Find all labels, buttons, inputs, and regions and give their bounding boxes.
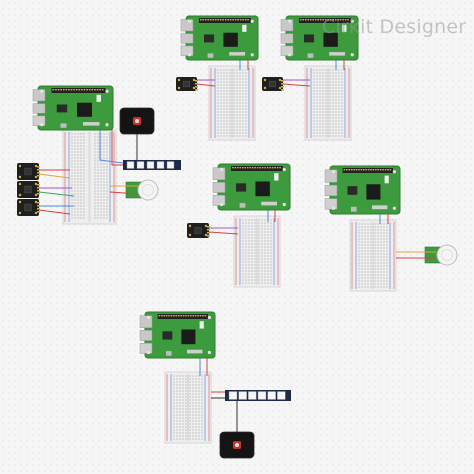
soc-chip[interactable] [323,32,338,47]
soc-chip[interactable] [223,32,238,47]
breadboard[interactable] [349,219,397,292]
sensor-module[interactable] [262,77,284,91]
power-supply[interactable] [119,107,155,135]
breadboard[interactable] [164,371,212,444]
raspberry-pi[interactable] [32,85,114,131]
sensor-module[interactable] [17,181,40,198]
wire[interactable] [38,173,71,179]
watermark: Cirkit Designer [322,16,467,38]
wire[interactable] [109,191,139,195]
wire[interactable] [196,83,216,87]
raspberry-pi[interactable] [280,15,359,61]
pir-sensor[interactable] [424,244,458,266]
wire[interactable] [38,209,71,215]
sensor-module[interactable] [17,199,40,216]
sensor-module[interactable] [176,77,198,91]
breadboard[interactable] [208,65,256,141]
soc-chip[interactable] [255,181,270,197]
wire[interactable] [99,130,124,164]
power-supply[interactable] [219,431,255,459]
breadboard[interactable] [304,65,352,141]
wire[interactable] [111,130,123,166]
wire[interactable] [208,231,239,235]
wire[interactable] [282,83,311,87]
sensor-module[interactable] [17,163,40,180]
raspberry-pi[interactable] [212,163,291,211]
led-strip[interactable] [225,390,291,401]
raspberry-pi[interactable] [139,311,216,359]
led-strip[interactable] [123,160,181,170]
pir-sensor[interactable] [125,179,159,201]
soc-chip[interactable] [77,102,92,117]
raspberry-pi[interactable] [324,165,401,215]
soc-chip[interactable] [181,329,196,345]
wire[interactable] [38,191,75,197]
sensor-module[interactable] [187,223,210,238]
breadboard[interactable] [62,129,117,225]
soc-chip[interactable] [366,184,381,200]
breadboard[interactable] [233,215,281,288]
raspberry-pi[interactable] [180,15,259,61]
